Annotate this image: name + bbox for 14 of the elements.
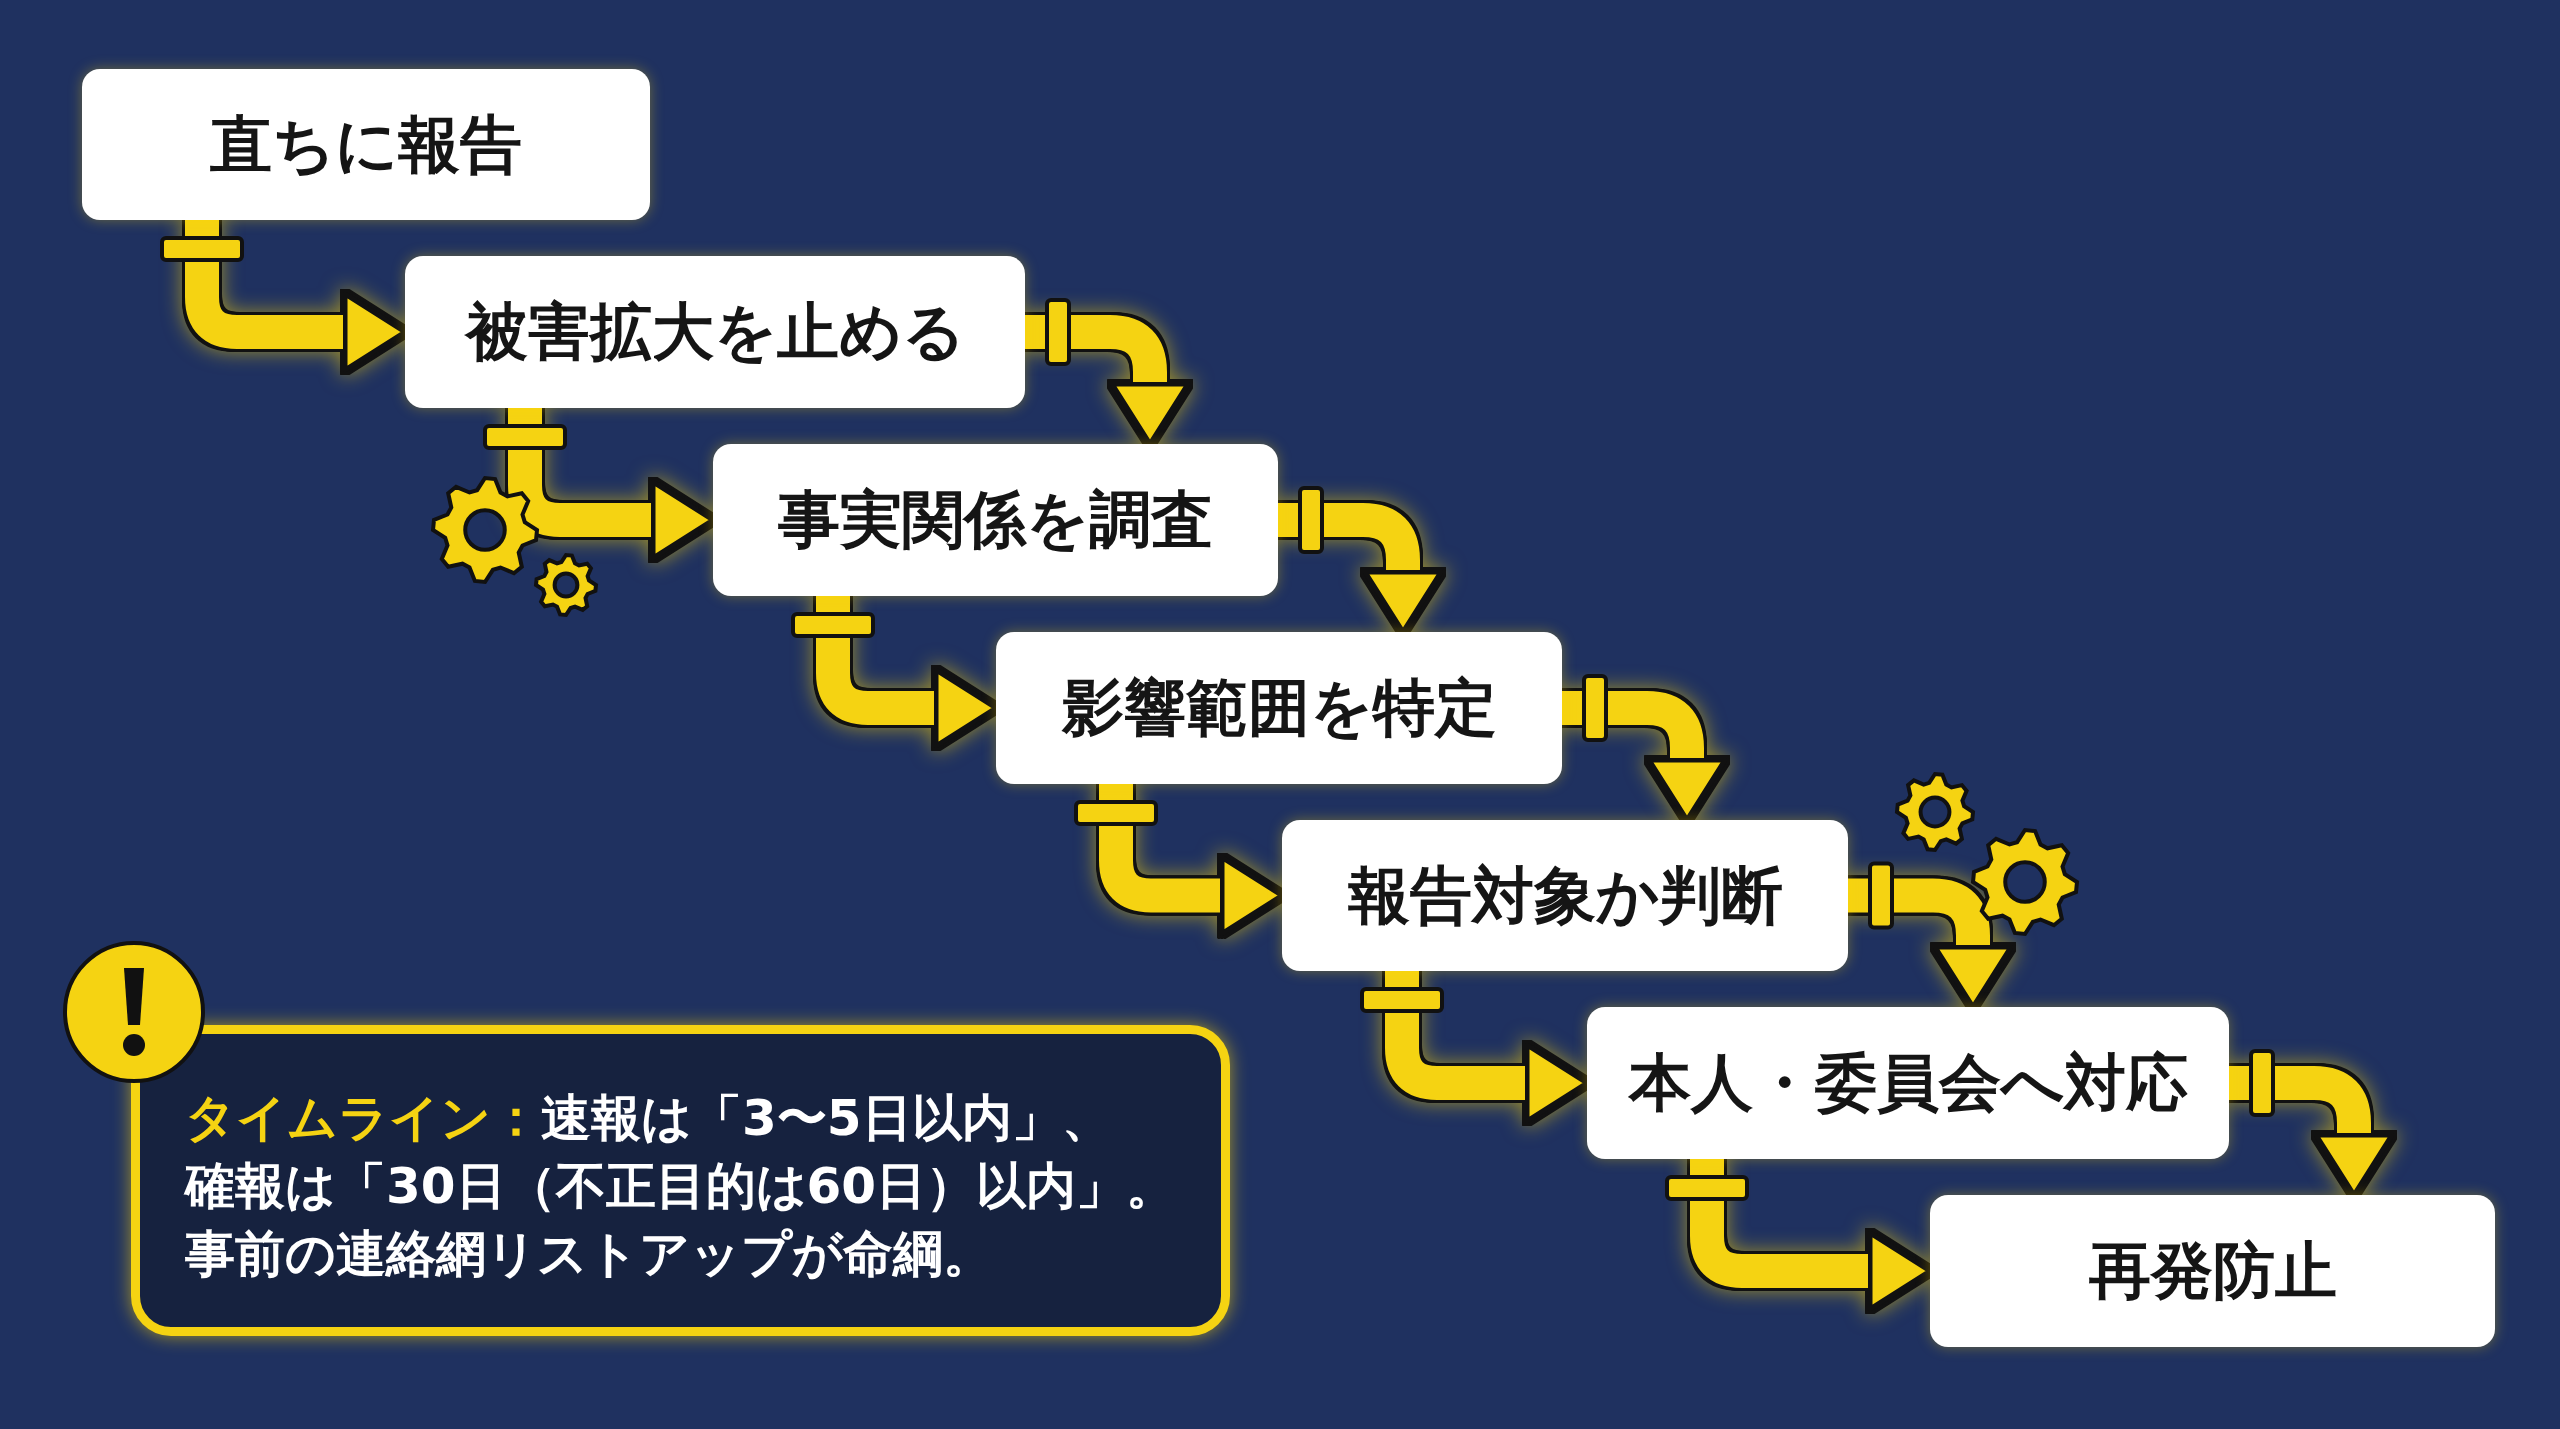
step-box: 被害拡大を止める — [405, 256, 1025, 408]
step-box: 本人・委員会へ対応 — [1587, 1007, 2229, 1159]
pipe-arrow — [1025, 298, 1191, 447]
step-box: 報告対象か判断 — [1282, 820, 1848, 971]
pipe-arrow — [1562, 674, 1728, 823]
pipe-arrow — [1278, 486, 1444, 635]
step-box: 事実関係を調査 — [713, 444, 1278, 596]
timeline-note: タイムライン：速報は「3〜5日以内」、確報は「30日（不正目的は60日）以内」。事前の連絡網リストアップが命綱。 — [185, 1088, 1178, 1285]
pipe-arrow — [1848, 861, 2014, 1010]
step-box: 直ちに報告 — [82, 69, 650, 220]
step-box: 再発防止 — [1930, 1195, 2495, 1347]
step-box: 影響範囲を特定 — [996, 632, 1562, 784]
callout-box — [131, 1025, 1230, 1336]
pipe-arrow — [2229, 1049, 2395, 1198]
